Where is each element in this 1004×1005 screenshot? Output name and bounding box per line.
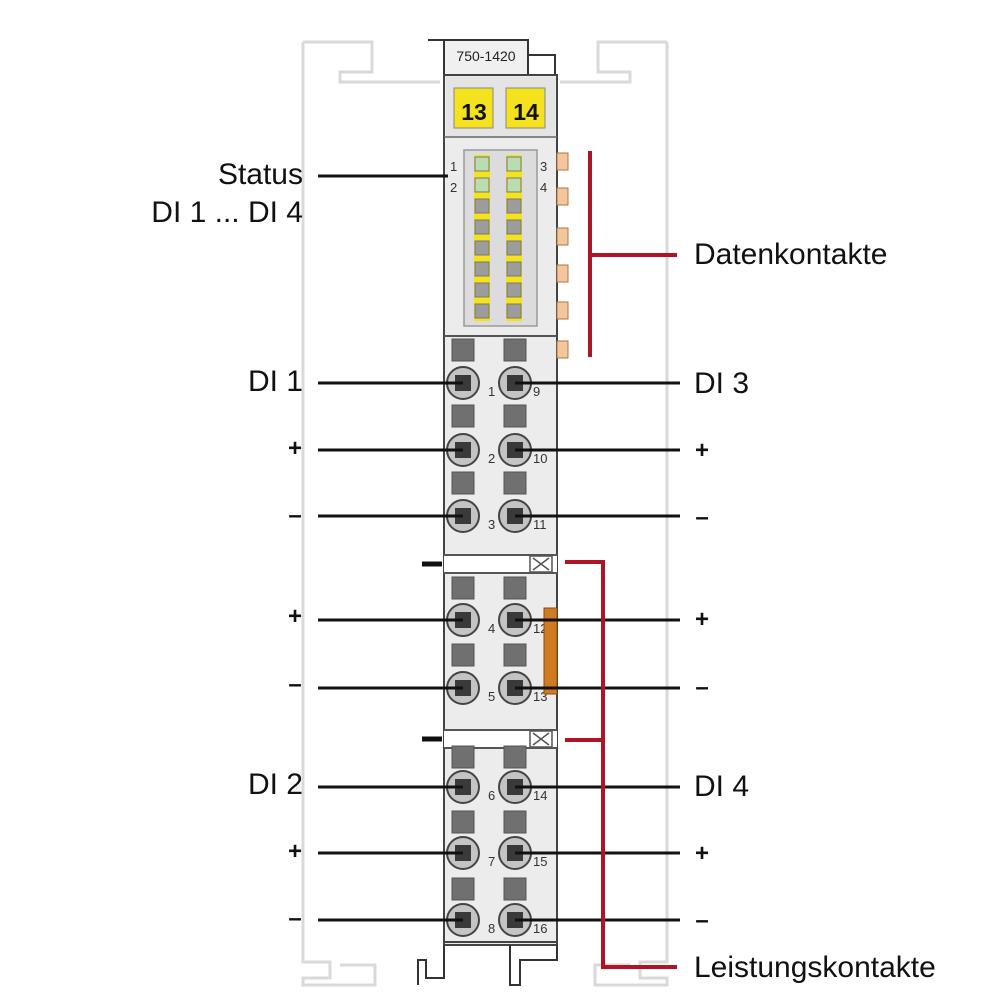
terminal-release-slot[interactable] xyxy=(451,471,475,495)
terminal-release-slot[interactable] xyxy=(451,877,475,901)
right-minus-1: – xyxy=(695,504,708,531)
left-minus-2: – xyxy=(288,671,301,698)
data-contact-pad xyxy=(556,152,569,171)
bottom-hook-left xyxy=(417,945,445,985)
power-contact-bracket xyxy=(565,560,677,969)
marker-13 xyxy=(453,87,494,129)
data-contact-pad xyxy=(556,227,569,246)
terminal-number: 2 xyxy=(488,451,495,466)
datenkontakte-label: Datenkontakte xyxy=(694,238,887,271)
led-strip-left xyxy=(474,155,490,321)
di1-label: DI 1 xyxy=(248,365,303,398)
gap-2 xyxy=(444,730,557,748)
status-led xyxy=(506,240,522,256)
data-contact-pad xyxy=(556,187,569,206)
di2-label: DI 2 xyxy=(248,768,303,801)
terminal-number: 16 xyxy=(533,921,547,936)
data-contact-pad xyxy=(556,264,569,283)
terminal-release-slot[interactable] xyxy=(503,810,527,834)
terminal-release-slot[interactable] xyxy=(451,404,475,428)
terminal-number: 8 xyxy=(488,921,495,936)
led-number-3: 3 xyxy=(540,159,547,174)
terminal-release-slot[interactable] xyxy=(503,576,527,600)
terminal-number: 6 xyxy=(488,788,495,803)
left-plus-3: + xyxy=(288,838,302,865)
terminal-release-slot[interactable] xyxy=(451,576,475,600)
terminal-number: 10 xyxy=(533,451,547,466)
status-led xyxy=(506,282,522,298)
data-contact-pad xyxy=(556,340,569,359)
terminal-release-slot[interactable] xyxy=(503,404,527,428)
terminal-release-slot[interactable] xyxy=(503,338,527,362)
neighbor-module-outlines xyxy=(301,40,669,987)
left-plus-1: + xyxy=(288,435,302,462)
terminal-number: 1 xyxy=(488,384,495,399)
status-label-line2: DI 1 ... DI 4 xyxy=(151,196,303,229)
terminal-number: 4 xyxy=(488,621,495,636)
data-contact-pad xyxy=(556,301,569,320)
terminal-release-slot[interactable] xyxy=(451,745,475,769)
status-led xyxy=(506,303,522,319)
terminal-number: 5 xyxy=(488,689,495,704)
terminal-number: 11 xyxy=(533,517,547,532)
terminal-release-slot[interactable] xyxy=(503,877,527,901)
status-led xyxy=(474,282,490,298)
led-strip-right xyxy=(506,155,522,321)
terminal-release-slot[interactable] xyxy=(451,643,475,667)
status-led xyxy=(506,261,522,277)
status-led xyxy=(474,156,490,172)
led-number-2: 2 xyxy=(450,180,457,195)
terminal-release-slot[interactable] xyxy=(451,810,475,834)
terminal-release-slot[interactable] xyxy=(503,471,527,495)
terminal-number: 9 xyxy=(533,384,540,399)
terminal-release-slot[interactable] xyxy=(451,338,475,362)
marker-14-label: 14 xyxy=(513,99,539,125)
di3-label: DI 3 xyxy=(694,367,749,400)
left-minus-1: – xyxy=(288,502,301,529)
module-housing: 750-1420 13 14 1 2 3 4 xyxy=(417,39,558,986)
marker-13-label: 13 xyxy=(461,99,487,125)
contact-brackets xyxy=(565,151,677,969)
left-minus-3: – xyxy=(288,905,301,932)
led-number-4: 4 xyxy=(540,180,547,195)
status-label-line1: Status xyxy=(218,158,303,191)
terminal-release-slot[interactable] xyxy=(503,643,527,667)
terminal-release-slot[interactable] xyxy=(503,745,527,769)
left-plus-2: + xyxy=(288,603,302,630)
status-led xyxy=(474,240,490,256)
terminal-number: 3 xyxy=(488,517,495,532)
top-hook-right xyxy=(528,54,556,75)
terminal-number: 15 xyxy=(533,854,547,869)
status-led xyxy=(506,219,522,235)
status-led xyxy=(474,261,490,277)
status-led xyxy=(506,156,522,172)
status-led xyxy=(474,303,490,319)
status-led xyxy=(474,219,490,235)
status-led xyxy=(474,177,490,193)
data-contacts xyxy=(556,152,569,359)
leader-lines xyxy=(318,174,680,922)
status-led xyxy=(506,198,522,214)
jumper-bridge xyxy=(543,607,558,695)
top-tab xyxy=(443,39,529,76)
status-led xyxy=(474,198,490,214)
right-minus-2: – xyxy=(695,674,708,701)
status-led xyxy=(506,177,522,193)
right-plus-2: + xyxy=(695,606,709,633)
di4-label: DI 4 xyxy=(694,770,749,803)
marker-14 xyxy=(505,87,546,129)
model-number: 750-1420 xyxy=(456,48,515,64)
bottom-hook-right xyxy=(509,945,558,986)
right-plus-3: + xyxy=(695,840,709,867)
led-group xyxy=(474,156,522,319)
leistungskontakte-label: Leistungskontakte xyxy=(694,951,936,984)
gap-1 xyxy=(444,555,557,573)
terminal-number: 7 xyxy=(488,854,495,869)
right-minus-3: – xyxy=(695,907,708,934)
top-hook-left xyxy=(428,39,445,75)
right-plus-1: + xyxy=(695,437,709,464)
led-number-1: 1 xyxy=(450,159,457,174)
terminal-number: 14 xyxy=(533,788,547,803)
